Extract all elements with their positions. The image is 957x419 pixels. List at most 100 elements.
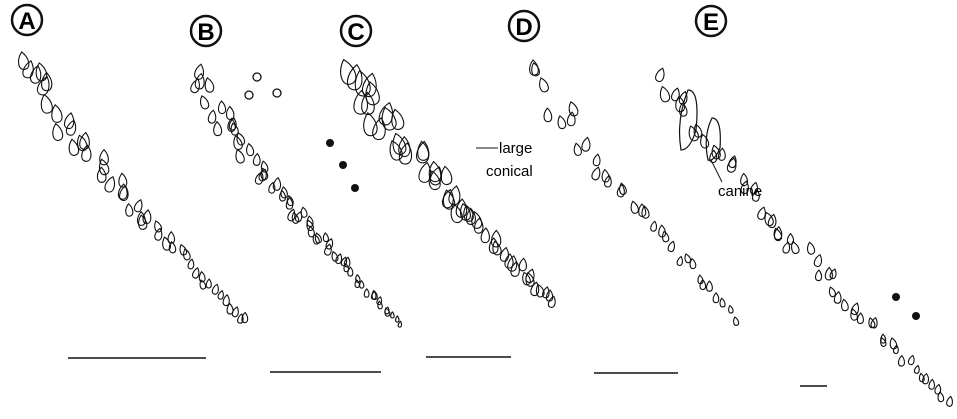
tooth-outline	[343, 256, 351, 268]
tooth-outline	[376, 296, 383, 306]
tooth-outline	[547, 295, 556, 308]
tooth-outline	[659, 85, 671, 103]
tooth-outline	[728, 304, 734, 314]
tooth-outline	[217, 100, 227, 115]
tooth-outline	[829, 268, 837, 280]
panel-d-circle	[507, 9, 541, 43]
tooth-outline	[661, 230, 670, 243]
tooth-outline	[684, 253, 692, 264]
tooth-outline	[192, 267, 200, 279]
tooth-outline	[194, 72, 205, 90]
tooth-outline	[689, 257, 697, 270]
panel-e-teeth	[655, 67, 953, 407]
panel-a-letter: A	[18, 8, 35, 35]
tooth-outline	[233, 134, 243, 151]
tooth-outline	[222, 294, 230, 307]
tooth-outline	[518, 257, 527, 272]
tooth-outline	[676, 255, 683, 266]
tooth-outline	[807, 241, 816, 255]
panel-b-circle	[189, 14, 223, 48]
tooth-outline	[119, 185, 129, 201]
panel-d-letter: D	[515, 14, 532, 41]
tooth-outline	[272, 176, 282, 191]
tooth-outline	[566, 111, 576, 127]
tooth-outline	[384, 307, 391, 317]
tooth-outline	[63, 112, 75, 130]
tooth-outline	[591, 166, 601, 181]
tooth-outline	[530, 281, 540, 297]
tooth-outline	[786, 232, 795, 245]
tooth-outline	[213, 120, 223, 137]
tooth-outline	[138, 214, 148, 230]
tooth-outline	[728, 155, 737, 169]
tooth-outline	[363, 111, 378, 137]
panel-c: C large conical	[339, 14, 556, 358]
tooth-outline	[291, 212, 300, 224]
tooth-outline	[237, 313, 244, 324]
tooth-outline	[359, 279, 365, 289]
tooth-outline	[77, 134, 88, 152]
tooth-outline	[361, 91, 375, 116]
tooth-outline	[104, 175, 115, 193]
tooth-outline	[870, 316, 878, 329]
tooth-outline	[29, 64, 42, 84]
tooth-outline	[96, 166, 107, 183]
tooth-outline	[395, 315, 400, 323]
tooth-outline	[539, 77, 549, 93]
tooth-outline	[543, 107, 553, 123]
tooth-outline	[733, 316, 740, 326]
tooth-outline	[504, 253, 514, 269]
tooth-outline	[499, 246, 510, 262]
tooth-outline	[459, 202, 472, 221]
panel-c-letter: C	[347, 19, 364, 46]
tooth-outline	[913, 364, 920, 374]
tooth-outline	[897, 354, 906, 367]
tooth-outline	[856, 312, 864, 325]
tooth-outline	[325, 238, 334, 250]
tooth-outline	[204, 77, 215, 93]
tooth-outline	[712, 292, 720, 304]
tooth-outline	[557, 115, 567, 130]
tooth-outline	[893, 344, 899, 355]
tooth-outline	[183, 248, 191, 261]
tooth-outline	[529, 59, 539, 76]
tooth-outline	[522, 271, 531, 286]
tooth-outline	[889, 337, 898, 350]
tooth-outline	[225, 105, 235, 121]
tooth-outline	[361, 72, 377, 97]
tooth-outline	[428, 170, 441, 190]
tooth-outline	[749, 181, 759, 195]
tooth-outline	[641, 205, 650, 219]
tooth-outline	[235, 149, 245, 164]
tooth-outline	[767, 213, 777, 228]
panel-b-teeth	[190, 63, 403, 328]
tooth-outline	[331, 250, 339, 262]
tooth-outline	[397, 320, 403, 328]
tooth-outline	[619, 182, 627, 195]
tooth-outline	[65, 119, 77, 136]
tooth-outline	[535, 283, 545, 298]
tooth-outline	[217, 289, 224, 300]
panel-e-letter: E	[703, 9, 719, 36]
tooth-outline	[616, 183, 625, 198]
tooth-outline	[705, 280, 713, 292]
tooth-outline	[99, 148, 109, 166]
tooth-outline	[880, 337, 887, 347]
tooth-outline	[211, 283, 219, 295]
tooth-outline	[347, 266, 354, 277]
tooth-outline	[650, 220, 658, 232]
panel-a: A	[10, 3, 249, 359]
panel-e-circle	[694, 4, 728, 38]
tooth-outline	[740, 172, 749, 187]
panel-e-canine-lower	[705, 117, 721, 161]
tooth-outline	[228, 117, 237, 131]
tooth-outline	[254, 171, 264, 185]
tooth-outline	[347, 63, 363, 91]
tooth-outline	[782, 241, 791, 254]
tooth-outline	[22, 60, 34, 79]
tooth-outline	[428, 160, 442, 183]
panel-e-crossed-socket	[892, 293, 900, 301]
tooth-outline	[946, 395, 953, 407]
tooth-outline	[363, 288, 370, 298]
tooth-outline	[655, 67, 665, 83]
